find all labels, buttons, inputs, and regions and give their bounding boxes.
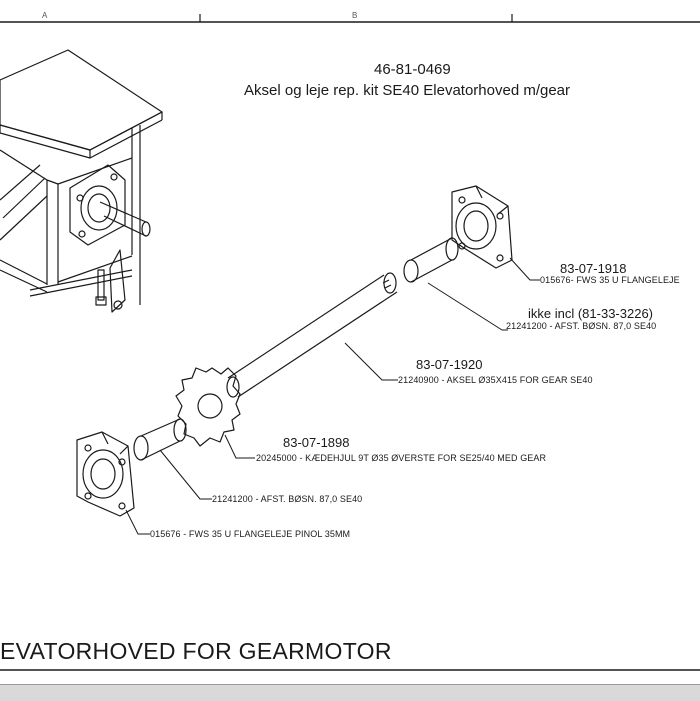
kit-description: Aksel og leje rep. kit SE40 Elevatorhove… — [244, 82, 571, 99]
drawing-frame — [0, 14, 700, 671]
callout-part-number: 83-07-1918 — [560, 261, 627, 276]
callout-description: 20245000 - KÆDEHJUL 9T Ø35 ØVERSTE FOR S… — [256, 453, 547, 463]
callout-description: 21241200 - AFST. BØSN. 87,0 SE40 — [212, 494, 363, 504]
kit-part-number: 46-81-0469 — [374, 61, 451, 78]
gearbox-housing — [0, 49, 163, 313]
callout-description: 015676 - FWS 35 U FLANGELEJE PINOL 35MM — [150, 529, 351, 539]
lower-spacer-sleeve — [133, 418, 187, 461]
callout-description: 21241200 - AFST. BØSN. 87,0 SE40 — [506, 321, 657, 331]
drawing-footer-title: EVATORHOVED FOR GEARMOTOR — [0, 638, 392, 664]
leader-lines — [125, 257, 540, 535]
upper-spacer-sleeve — [403, 237, 459, 283]
callout-description: 015676- FWS 35 U FLANGELEJE — [540, 275, 680, 285]
callout-description: 21240900 - AKSEL Ø35X415 FOR GEAR SE40 — [398, 375, 593, 385]
callout-part-number: 83-07-1920 — [416, 357, 483, 372]
sprocket-9t — [175, 367, 241, 447]
zone-label-b: B — [352, 11, 358, 20]
viewer-bottom-bar — [0, 684, 700, 701]
callout-part-number: ikke incl (81-33-3226) — [528, 306, 654, 321]
callout-part-number: 83-07-1898 — [283, 435, 350, 450]
main-shaft — [226, 272, 398, 398]
upper-flange-bearing — [451, 185, 513, 269]
zone-label-a: A — [42, 11, 48, 20]
lower-flange-bearing — [76, 431, 135, 517]
